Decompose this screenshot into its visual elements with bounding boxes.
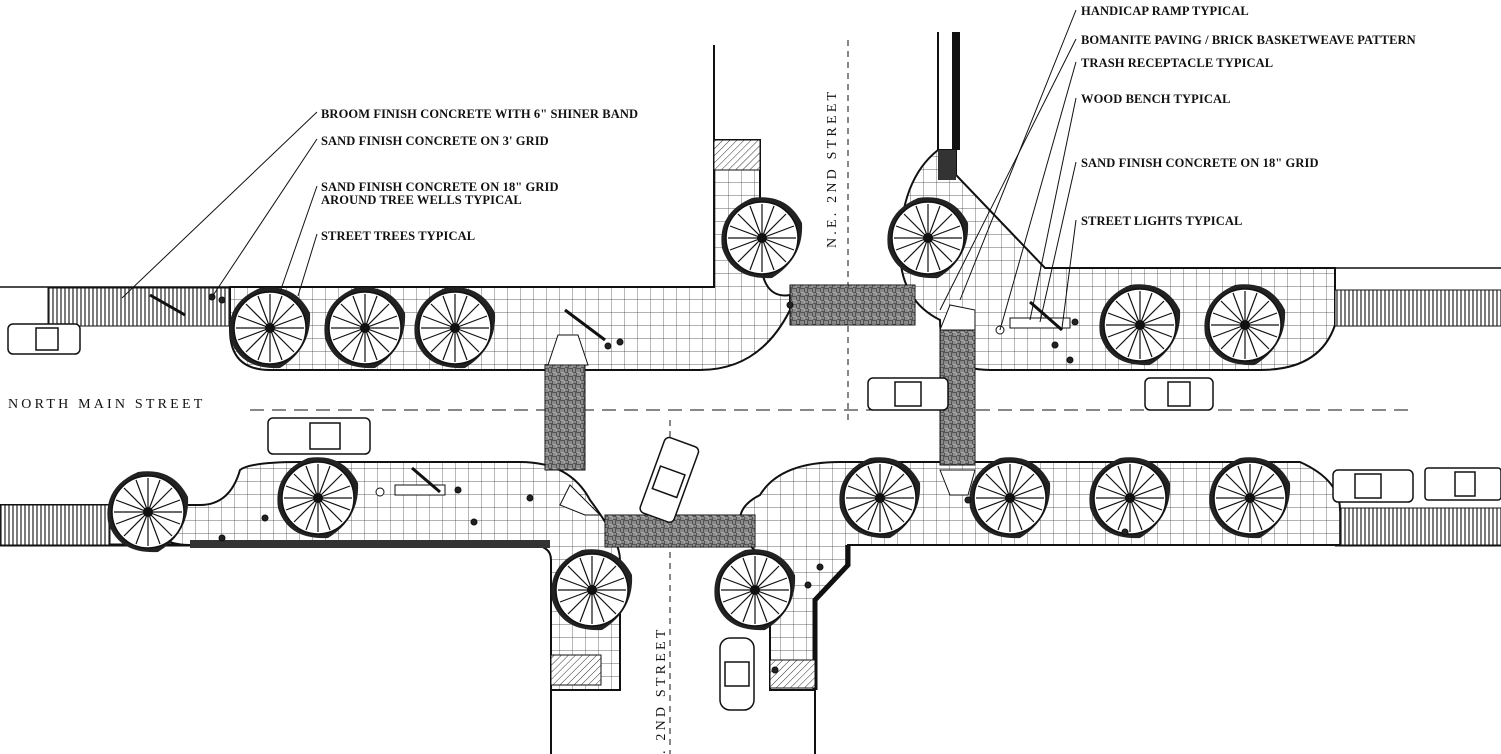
callout-sand-3ft-grid: SAND FINISH CONCRETE ON 3' GRID bbox=[321, 134, 549, 148]
callout-sand-18-tree-line2: AROUND TREE WELLS TYPICAL bbox=[321, 193, 522, 207]
sidewalk-north-east bbox=[898, 149, 1501, 371]
callout-trash: TRASH RECEPTACLE TYPICAL bbox=[1081, 56, 1273, 70]
street-tree bbox=[839, 457, 921, 539]
callout-street-lights: STREET LIGHTS TYPICAL bbox=[1081, 214, 1242, 228]
street-tree bbox=[887, 197, 969, 279]
street-tree bbox=[1099, 284, 1181, 366]
car bbox=[639, 436, 700, 523]
street-names: NORTH MAIN STREET N.E. 2ND STREET . 2ND … bbox=[8, 89, 840, 754]
car bbox=[267, 417, 371, 455]
leader-lines bbox=[121, 9, 1077, 331]
callout-sand-18-tree-line1: SAND FINISH CONCRETE ON 18" GRID bbox=[321, 180, 559, 194]
street-tree bbox=[1209, 457, 1291, 539]
street-tree bbox=[229, 287, 311, 369]
street-tree bbox=[721, 197, 803, 279]
callout-street-trees: STREET TREES TYPICAL bbox=[321, 229, 475, 243]
callout-bench: WOOD BENCH TYPICAL bbox=[1081, 92, 1231, 106]
street-name-se-2nd: . 2ND STREET bbox=[654, 627, 669, 754]
street-tree bbox=[551, 549, 633, 631]
street-trees bbox=[107, 197, 1291, 631]
street-name-north-main: NORTH MAIN STREET bbox=[8, 397, 205, 412]
car bbox=[1332, 469, 1414, 503]
callout-sand-18-grid: SAND FINISH CONCRETE ON 18" GRID bbox=[1081, 156, 1319, 170]
street-name-ne-2nd: N.E. 2ND STREET bbox=[825, 89, 840, 248]
street-tree bbox=[714, 549, 796, 631]
car bbox=[719, 637, 755, 711]
street-tree bbox=[1089, 457, 1171, 539]
callout-handicap-ramp: HANDICAP RAMP TYPICAL bbox=[1081, 4, 1249, 18]
street-tree bbox=[414, 287, 496, 369]
street-tree bbox=[1204, 284, 1286, 366]
vehicles bbox=[7, 323, 1501, 711]
callout-broom-finish: BROOM FINISH CONCRETE WITH 6" SHINER BAN… bbox=[321, 107, 638, 121]
street-tree bbox=[324, 287, 406, 369]
street-lights bbox=[149, 293, 1063, 494]
crosswalks bbox=[544, 284, 976, 548]
car bbox=[1424, 467, 1501, 501]
car bbox=[867, 377, 949, 411]
car bbox=[7, 323, 81, 355]
street-tree bbox=[277, 457, 359, 539]
handicap-ramps bbox=[547, 304, 976, 516]
callout-bomanite: BOMANITE PAVING / BRICK BASKETWEAVE PATT… bbox=[1081, 33, 1416, 47]
callouts: BROOM FINISH CONCRETE WITH 6" SHINER BAN… bbox=[321, 4, 1416, 243]
car bbox=[1144, 377, 1214, 411]
street-tree bbox=[107, 471, 189, 553]
street-tree bbox=[969, 457, 1051, 539]
